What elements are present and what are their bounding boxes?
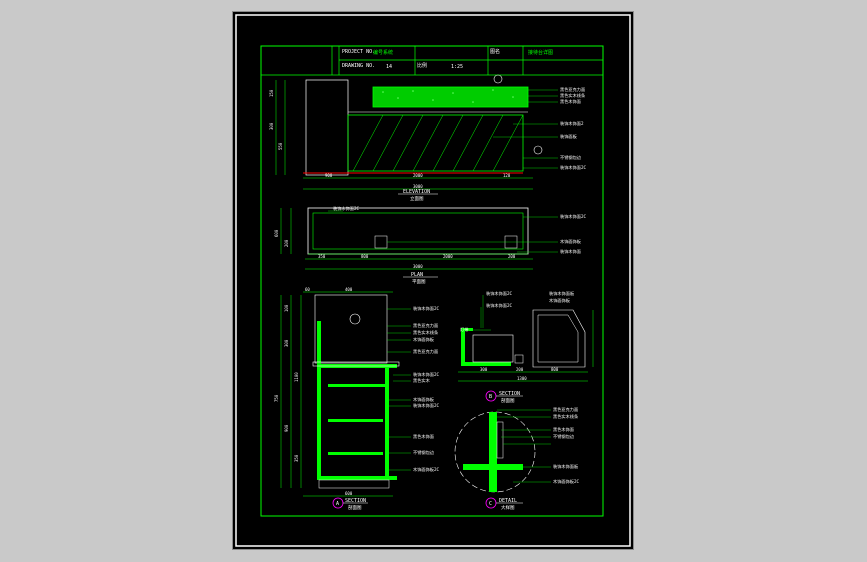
outer-frame xyxy=(235,14,631,547)
secA-dim-left-3: 1100 xyxy=(294,372,299,382)
secA-label-7: 木饰面饰板 xyxy=(413,396,435,403)
tb-title-label: 图名 xyxy=(490,48,500,55)
elev-dim-left-1: 300 xyxy=(269,122,274,130)
section-b-title: SECTION xyxy=(499,391,520,397)
section-a-title: SECTION xyxy=(345,498,366,504)
plan-label-0: 装饰木饰面2C xyxy=(333,205,359,212)
secA-dim-top-0: 60 xyxy=(305,287,310,292)
tb-scale-value: 1:25 xyxy=(451,64,463,70)
secA-label-8: 装饰木饰面2C xyxy=(413,402,439,409)
tb-project-label: PROJECT NO. xyxy=(342,49,375,55)
tb-project-value: 编号系统 xyxy=(373,49,393,56)
elevation-subtitle: 立面图 xyxy=(410,195,424,202)
secA-dim-left-4: 900 xyxy=(284,424,289,432)
elev-dim-left-2: 550 xyxy=(278,142,283,150)
tb-drawing-value: 14 xyxy=(386,64,392,70)
secA-dim-left-2: 750 xyxy=(274,394,279,402)
elevation-title: ELEVATION xyxy=(403,189,430,195)
plan-title: PLAN xyxy=(411,272,423,278)
plan-dim-total: 3000 xyxy=(413,264,423,269)
elev-label-3: 装饰木饰面2 xyxy=(560,120,584,127)
detC-label-1: 黑色实木线条 xyxy=(553,413,579,420)
secB-label-1: 装饰木饰面2C xyxy=(486,302,512,309)
title-block xyxy=(261,46,603,76)
detail-c-view: 黑色亚克力面 黑色实木线条 黑色木饰面 不锈钢包边 装饰木饰面板 木饰面饰板2C… xyxy=(454,406,579,511)
secA-label-6: 黑色实木 xyxy=(413,377,431,384)
secB-dim-bottom-1: 200 xyxy=(516,367,524,372)
secA-dim-left-5: 350 xyxy=(294,454,299,462)
secA-label-11: 木饰面饰板2C xyxy=(413,466,439,473)
section-a-subtitle: 剖面图 xyxy=(348,504,362,511)
secA-dim-bottom: 600 xyxy=(345,491,353,496)
detC-label-5: 木饰面饰板2C xyxy=(553,478,579,485)
cad-drawing: PROJECT NO. 编号系统 DRAWING NO. 14 比例 1:25 … xyxy=(235,14,631,547)
plan-dim-left-0: 600 xyxy=(274,229,279,237)
plan-label-1: 装饰木饰面2C xyxy=(560,213,586,220)
detail-c-marker-letter: C xyxy=(489,501,492,507)
elevation-view: 900 2000 120 3000 150 300 550 黑色亚克力面 黑色实… xyxy=(269,74,586,202)
secA-label-9: 黑色木饰面 xyxy=(413,433,434,440)
section-a-marker-letter: A xyxy=(336,501,339,507)
secA-dim-left-0: 100 xyxy=(284,304,289,312)
elev-label-4: 装饰面板 xyxy=(560,133,578,140)
plan-view: 350 800 2000 200 3000 600 200 装饰木饰面2C 装饰… xyxy=(274,205,586,285)
secB-label-3: 装饰木饰面板 xyxy=(549,290,575,297)
detC-label-2: 黑色木饰面 xyxy=(553,426,574,433)
tb-drawing-label: DRAWING NO. xyxy=(342,63,375,69)
secA-label-2: 黑色实木线条 xyxy=(413,329,439,336)
detail-c-subtitle: 大样图 xyxy=(501,504,515,511)
elevation-top-band xyxy=(372,86,529,108)
plan-label-2: 木饰面饰板 xyxy=(560,238,582,245)
elev-label-5: 不锈钢包边 xyxy=(560,154,582,161)
drawing-sheet: PROJECT NO. 编号系统 DRAWING NO. 14 比例 1:25 … xyxy=(233,12,633,549)
section-b-view: 300 200 800 1300 装饰木饰面2C 装饰木饰面2C 灯带 装饰木饰… xyxy=(458,290,594,404)
elev-dim-bottom-0: 900 xyxy=(325,173,333,178)
elev-label-0: 黑色亚克力面 xyxy=(560,86,585,93)
inner-border xyxy=(260,45,604,517)
secA-label-5: 装饰木饰面2C xyxy=(413,371,439,378)
elev-dim-left-0: 150 xyxy=(269,89,274,97)
detC-label-0: 黑色亚克力面 xyxy=(553,406,578,413)
secB-label-0: 装饰木饰面2C xyxy=(486,290,512,297)
secA-label-10: 不锈钢包边 xyxy=(413,449,435,456)
secA-label-4: 黑色亚克力面 xyxy=(413,348,438,355)
plan-dim-bottom-3: 200 xyxy=(508,254,516,259)
elev-dim-total: 3000 xyxy=(413,184,423,189)
secA-label-3: 木饰面饰板 xyxy=(413,336,435,343)
plan-subtitle: 平面图 xyxy=(412,279,426,285)
elev-dim-bottom-2: 120 xyxy=(503,173,511,178)
section-a-view: 60 400 600 100 300 750 1100 900 350 装饰木饰… xyxy=(274,287,439,511)
elev-label-2: 黑色木饰面 xyxy=(560,98,581,105)
secB-dim-bottom-0: 300 xyxy=(480,367,488,372)
secB-dim-total: 1300 xyxy=(517,376,527,381)
plan-label-3: 装饰木饰面 xyxy=(560,248,581,255)
section-b-marker-letter: B xyxy=(489,394,492,400)
secB-label-2: 灯带 xyxy=(460,326,468,333)
detail-c-title: DETAIL xyxy=(499,498,517,504)
elev-dim-bottom-1: 2000 xyxy=(413,173,423,178)
plan-dim-bottom-2: 2000 xyxy=(443,254,453,259)
plan-dim-left-1: 200 xyxy=(284,239,289,247)
secA-label-0: 装饰木饰面2C xyxy=(413,305,439,312)
tb-scale-label: 比例 xyxy=(417,62,427,69)
detC-label-4: 装饰木饰面板 xyxy=(553,463,579,470)
elev-label-6: 装饰木饰面2C xyxy=(560,164,586,171)
elev-label-1: 黑色实木线条 xyxy=(560,92,586,99)
secA-label-1: 黑色亚克力面 xyxy=(413,322,438,329)
tb-title-value: 接待台详图 xyxy=(528,49,553,56)
plan-dim-bottom-1: 800 xyxy=(361,254,369,259)
secA-dim-top-1: 400 xyxy=(345,287,353,292)
secB-dim-bottom-2: 800 xyxy=(551,367,559,372)
detC-label-3: 不锈钢包边 xyxy=(553,433,575,440)
plan-dim-bottom-0: 350 xyxy=(318,254,326,259)
secA-dim-left-1: 300 xyxy=(284,339,289,347)
secB-label-4: 木饰面饰板 xyxy=(549,297,571,304)
title-block-text: PROJECT NO. 编号系统 DRAWING NO. 14 比例 1:25 … xyxy=(342,48,553,70)
section-b-subtitle: 剖面图 xyxy=(501,397,515,404)
